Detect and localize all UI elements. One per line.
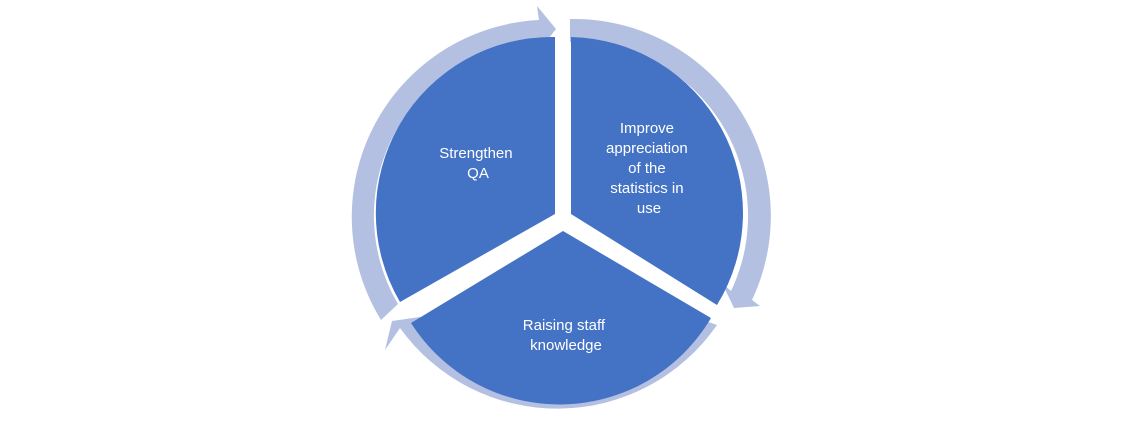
label-top-right-line-1: Improve bbox=[620, 120, 674, 137]
cycle-arrow-1 bbox=[570, 18, 771, 308]
label-top-left: Strengthen QA bbox=[439, 145, 517, 182]
segment-top-left bbox=[375, 36, 555, 302]
segment-bottom bbox=[411, 231, 711, 405]
segments bbox=[375, 36, 743, 405]
label-top-right: Improve appreciation of the statistics i… bbox=[606, 120, 692, 217]
label-top-right-line-5: use bbox=[637, 200, 661, 217]
label-bottom-line-1: Raising staff bbox=[523, 317, 606, 334]
label-top-right-line-4: statistics in bbox=[610, 180, 683, 197]
cycle-arrow-3 bbox=[351, 6, 556, 320]
label-top-left-line-2: QA bbox=[467, 165, 489, 182]
label-bottom: Raising staff knowledge bbox=[523, 317, 609, 354]
segment-top-right bbox=[571, 37, 743, 305]
label-top-right-line-3: of the bbox=[628, 160, 666, 177]
label-top-right-line-2: appreciation bbox=[606, 140, 688, 157]
label-bottom-line-2: knowledge bbox=[530, 337, 602, 354]
label-top-left-line-1: Strengthen bbox=[439, 145, 512, 162]
